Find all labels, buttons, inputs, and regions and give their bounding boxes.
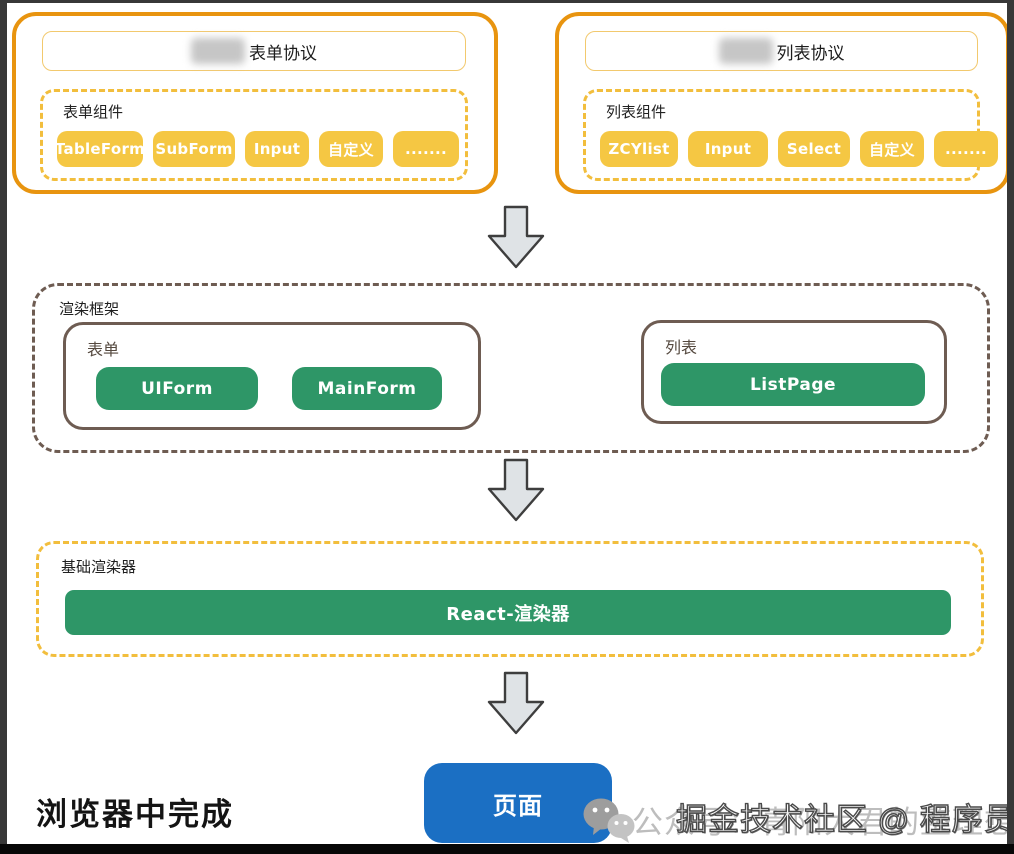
down-arrow-icon <box>487 458 545 522</box>
list-protocol-title-text: 列表协议 <box>776 43 845 63</box>
list-protocol-panel: 列表协议 列表组件 ZCYlist Input Select 自定义 .....… <box>555 12 1010 194</box>
component-node-custom: 自定义 <box>860 131 924 167</box>
list-components-row: ZCYlist Input Select 自定义 ....... <box>600 131 998 167</box>
form-components-group: 表单组件 TableForm SubForm Input 自定义 ....... <box>40 89 468 181</box>
base-renderer-panel: 基础渲染器 React-渲染器 <box>36 541 984 657</box>
redaction-blur <box>191 38 245 64</box>
list-protocol-title: 列表协议 <box>585 31 978 71</box>
component-node-more: ....... <box>393 131 459 167</box>
render-framework-panel: 渲染框架 表单 UIForm MainForm 列表 ListPage <box>32 283 990 453</box>
down-arrow-icon <box>487 671 545 735</box>
component-node-zcylist: ZCYlist <box>600 131 678 167</box>
list-components-group: 列表组件 ZCYlist Input Select 自定义 ....... <box>583 89 998 181</box>
browser-caption: 浏览器中完成 <box>36 797 234 832</box>
framework-list-group: 列表 ListPage <box>641 320 947 424</box>
redaction-blur <box>718 38 773 64</box>
overlay-watermark: 掘金技术社区 @ 程序员库里 <box>675 801 1014 837</box>
framework-form-group: 表单 UIForm MainForm <box>63 322 481 430</box>
base-renderer-label: 基础渲染器 <box>61 559 137 576</box>
renderer-node-react: React-渲染器 <box>65 590 951 635</box>
list-components-label: 列表组件 <box>606 104 667 121</box>
component-node-input: Input <box>688 131 768 167</box>
form-protocol-title-text: 表单协议 <box>249 43 317 63</box>
form-components-label: 表单组件 <box>63 104 124 121</box>
framework-node-uiform: UIForm <box>96 367 258 410</box>
frame-edge-top <box>0 0 1014 3</box>
component-node-custom: 自定义 <box>319 131 383 167</box>
wechat-icon <box>583 798 635 843</box>
component-node-input: Input <box>245 131 309 167</box>
frame-edge-bottom <box>0 844 1014 854</box>
down-arrow-icon <box>487 205 545 269</box>
form-components-row: TableForm SubForm Input 自定义 ....... <box>55 131 459 167</box>
component-node-more: ....... <box>934 131 998 167</box>
framework-list-label: 列表 <box>665 340 698 357</box>
page-node: 页面 <box>424 763 612 843</box>
framework-form-label: 表单 <box>87 342 120 359</box>
component-node-select: Select <box>778 131 850 167</box>
render-framework-label: 渲染框架 <box>59 301 120 318</box>
form-protocol-title: 表单协议 <box>42 31 466 71</box>
form-protocol-panel: 表单协议 表单组件 TableForm SubForm Input 自定义 ..… <box>12 12 498 194</box>
frame-edge-right <box>1007 0 1014 854</box>
account-watermark: 公众号：青阳大君的整理想星 <box>632 805 1014 840</box>
framework-node-mainform: MainForm <box>292 367 442 410</box>
frame-edge-left <box>0 0 7 854</box>
component-node-subform: SubForm <box>153 131 235 167</box>
component-node-tableform: TableForm <box>55 131 145 167</box>
framework-node-listpage: ListPage <box>661 363 925 406</box>
